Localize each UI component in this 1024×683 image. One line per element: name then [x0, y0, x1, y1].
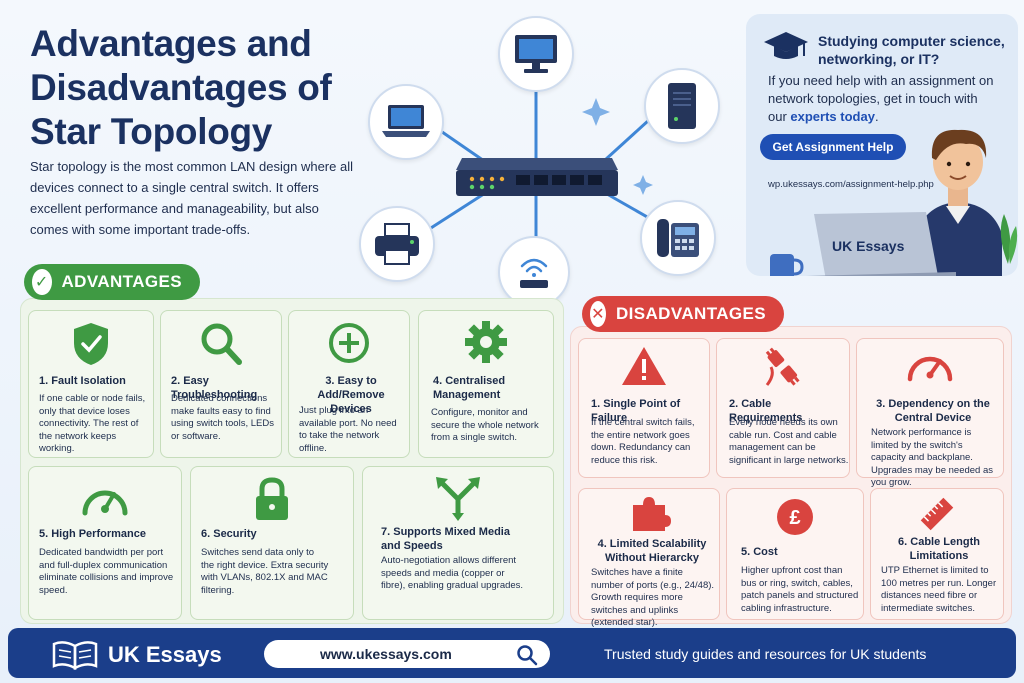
- advantage-title: 5. High Performance: [39, 528, 146, 540]
- advantage-title: 6. Security: [201, 528, 257, 540]
- disadvantage-desc: UTP Ethernet is limited to 100 metres pe…: [881, 565, 997, 614]
- laptop-node: [368, 84, 444, 160]
- advantage-card-fault-isolation: 1. Fault Isolation If one cable or node …: [28, 310, 154, 458]
- gear-icon: [465, 321, 507, 363]
- pound-icon: £: [777, 499, 813, 535]
- experts-link[interactable]: experts today: [790, 109, 875, 124]
- shield-check-icon: [74, 323, 108, 365]
- search-icon[interactable]: [516, 644, 538, 666]
- network-switch-icon: [456, 158, 618, 196]
- advantage-card-easy-troubleshooting: 2. Easy Troubleshooting Dedicated connec…: [160, 310, 282, 458]
- laptop-brand: UK Essays: [832, 238, 905, 254]
- page-title: Advantages and Disadvantages of Star Top…: [30, 23, 332, 152]
- disadvantage-title: 6. Cable Length Limitations: [898, 536, 980, 562]
- magnifier-icon: [201, 323, 242, 365]
- puzzle-icon: [633, 497, 671, 531]
- monitor-icon: [515, 35, 557, 73]
- footer-brand[interactable]: UK Essays: [108, 642, 222, 667]
- laptop-icon: [382, 105, 430, 137]
- advantage-card-security: 6. Security Switches send data only to t…: [190, 466, 354, 620]
- printer-icon: [375, 223, 419, 265]
- server-icon: [668, 83, 696, 129]
- advantage-desc: Just plug into an available port. No nee…: [299, 405, 397, 454]
- disadvantage-title: 1. Single Point of Failure: [591, 398, 681, 424]
- advantage-card-high-performance: 5. High Performance Dedicated bandwidth …: [28, 466, 182, 620]
- arrows-icon: [436, 477, 480, 521]
- footer-url[interactable]: www.ukessays.com: [320, 646, 452, 662]
- speedometer-icon: [82, 490, 128, 516]
- gauge-icon: [907, 356, 953, 382]
- get-assignment-help-button[interactable]: Get Assignment Help: [760, 134, 906, 160]
- disadvantage-card-cable-length: 6. Cable Length Limitations UTP Ethernet…: [870, 488, 1004, 620]
- ip-phone-node: [640, 200, 716, 276]
- printer-node: [359, 206, 435, 282]
- disadvantage-card-cost: £ 5. Cost Higher upfront cost than bus o…: [726, 488, 864, 620]
- disadvantage-desc: Every node needs its own cable run. Cost…: [729, 417, 849, 466]
- advantage-title: 4. Centralised Management: [433, 375, 506, 401]
- promo-url[interactable]: wp.ukessays.com/assignment-help.php: [768, 179, 934, 190]
- promo-body-end: .: [874, 109, 879, 124]
- x-circle-icon: ✕: [590, 301, 606, 327]
- disadvantages-label: DISADVANTAGES: [615, 304, 766, 323]
- advantage-card-easy-add-remove: 3. Easy to Add/Remove Devices Just plug …: [288, 310, 410, 458]
- sparkle-icon: [633, 175, 653, 195]
- star-topology-diagram: [359, 10, 740, 308]
- footer-bar: UK Essays www.ukessays.com Trusted study…: [8, 628, 1016, 678]
- book-icon: [52, 641, 98, 670]
- disadvantage-desc: Higher upfront cost than bus or ring, sw…: [741, 565, 859, 614]
- advantage-title: 3. Easy to Add/Remove Devices: [317, 375, 385, 415]
- graduation-cap-icon: [764, 32, 808, 59]
- ip-phone-icon: [657, 219, 699, 257]
- cable-plug-icon: [765, 347, 800, 386]
- laptop-illustration: [806, 212, 956, 276]
- check-circle-icon: ✓: [32, 269, 52, 295]
- footer-search-bar[interactable]: [264, 640, 550, 668]
- advantage-desc: Dedicated connections make faults easy t…: [171, 393, 274, 442]
- disadvantage-card-single-point-failure: 1. Single Point of Failure If the centra…: [578, 338, 710, 478]
- promo-heading: Studying computer science, networking, o…: [818, 33, 1005, 67]
- intro-text: Star topology is the most common LAN des…: [30, 159, 353, 237]
- advantages-label: ADVANTAGES: [61, 272, 182, 291]
- disadvantage-card-cable-requirements: 2. Cable Requirements Every node needs i…: [716, 338, 850, 478]
- plus-circle-icon: [329, 323, 369, 363]
- footer-tagline: Trusted study guides and resources for U…: [604, 646, 927, 662]
- advantage-title: 7. Supports Mixed Media and Speeds: [381, 526, 510, 552]
- student-illustration: [916, 129, 1018, 276]
- sparkle-icon: [582, 98, 610, 126]
- disadvantage-desc: Network performance is limited by the sw…: [871, 427, 993, 488]
- advantage-desc: Dedicated bandwidth per port and full-du…: [39, 547, 174, 596]
- advantages-badge: ✓ ADVANTAGES: [24, 264, 200, 300]
- disadvantage-title: 4. Limited Scalability Without Hierarcky: [597, 538, 707, 564]
- mug-icon: [770, 254, 804, 276]
- padlock-icon: [256, 477, 288, 520]
- assignment-help-promo: Studying computer science, networking, o…: [746, 14, 1018, 276]
- disadvantage-title: 5. Cost: [741, 546, 778, 558]
- disadvantage-title: 3. Dependency on the Central Device: [876, 398, 990, 424]
- warning-icon: [622, 347, 666, 385]
- advantage-card-centralised-management: 4. Centralised Management Configure, mon…: [418, 310, 554, 458]
- advantage-title: 2. Easy Troubleshooting: [171, 375, 258, 401]
- monitor-node: [498, 16, 574, 92]
- advantage-desc: Configure, monitor and secure the whole …: [431, 407, 539, 443]
- advantage-card-mixed-media: 7. Supports Mixed Media and Speeds Auto-…: [362, 466, 554, 620]
- ruler-icon: [920, 497, 954, 531]
- disadvantage-card-central-dependency: 3. Dependency on the Central Device Netw…: [856, 338, 1004, 488]
- disadvantages-badge: ✕ DISADVANTAGES: [582, 296, 784, 332]
- wifi-router-icon: [520, 258, 548, 288]
- disadvantage-card-limited-scalability: 4. Limited Scalability Without Hierarcky…: [578, 488, 720, 628]
- advantage-desc: Auto-negotiation allows different speeds…: [381, 555, 524, 591]
- disadvantage-desc: Switches have a finite number of ports (…: [591, 567, 715, 628]
- advantage-title: 1. Fault Isolation: [39, 375, 126, 387]
- svg-text:£: £: [789, 507, 800, 529]
- disadvantage-title: 2. Cable Requirements: [729, 398, 803, 424]
- disadvantage-desc: If the central switch fails, the entire …: [591, 417, 695, 466]
- promo-body: If you need help with an assignment on n…: [768, 72, 998, 126]
- wifi-router-node: [498, 236, 570, 308]
- server-node: [644, 68, 720, 144]
- advantage-desc: If one cable or node fails, only that de…: [39, 393, 146, 454]
- promo-body-text: If you need help with an assignment on n…: [768, 73, 994, 124]
- advantage-desc: Switches send data only to the right dev…: [201, 547, 329, 596]
